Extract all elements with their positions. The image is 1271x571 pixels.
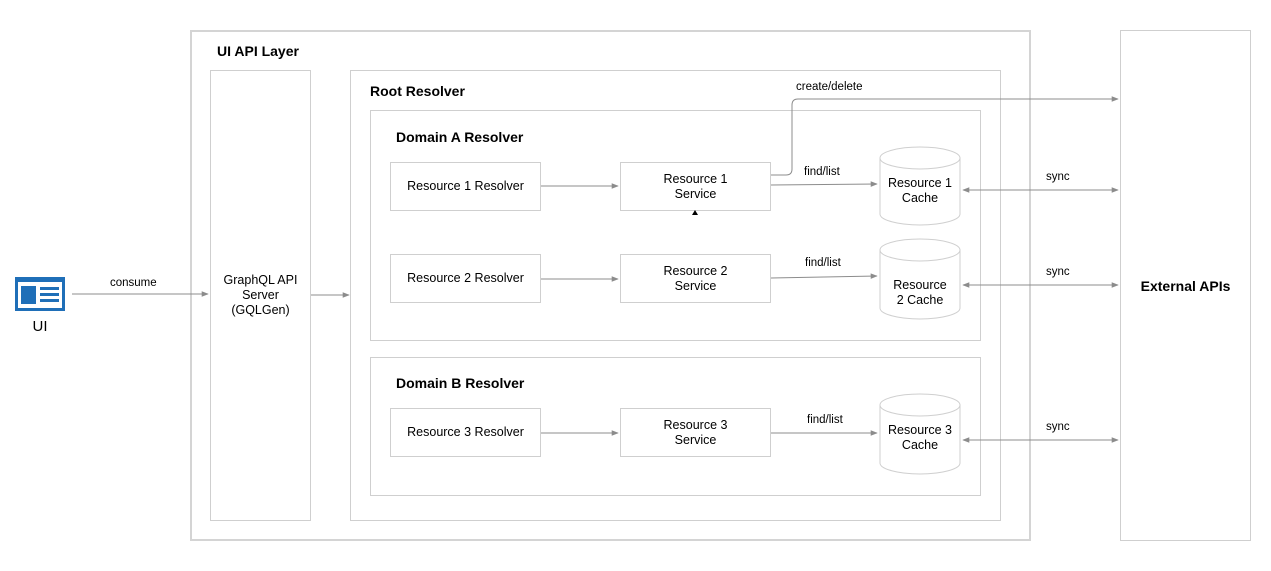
ui-client: UI [14, 276, 66, 336]
browser-window-icon [15, 277, 65, 311]
resource-3-service: Resource 3 Service [620, 408, 771, 457]
ui-api-layer-title: UI API Layer [217, 43, 299, 59]
resource-3-resolver: Resource 3 Resolver [390, 408, 541, 457]
consume-label: consume [110, 277, 157, 289]
resource-3-cache-label: Resource 3 Cache [888, 423, 952, 452]
resource-2-cache: Resource 2 Cache [879, 238, 961, 320]
external-apis: External APIs [1120, 30, 1251, 541]
resource-2-resolver: Resource 2 Resolver [390, 254, 541, 303]
resource-3-cache: Resource 3 Cache [879, 393, 961, 475]
domain-a-title: Domain A Resolver [396, 129, 524, 145]
create-delete-label: create/delete [796, 81, 863, 93]
find-list-label-2: find/list [805, 257, 841, 269]
resource-1-service: Resource 1 Service [620, 162, 771, 211]
resource-2-cache-label: Resource 2 Cache [893, 278, 947, 307]
graphql-api-server: GraphQL API Server (GQLGen) [210, 70, 311, 521]
find-list-label-3: find/list [807, 414, 843, 426]
root-resolver-title: Root Resolver [370, 83, 465, 99]
cache-cylinder-icon [879, 393, 961, 475]
resource-1-cache: Resource 1 Cache [879, 146, 961, 226]
domain-b-title: Domain B Resolver [396, 375, 525, 391]
ui-client-label: UI [32, 318, 48, 335]
find-list-label-1: find/list [804, 166, 840, 178]
resource-2-service: Resource 2 Service [620, 254, 771, 303]
resource-1-resolver: Resource 1 Resolver [390, 162, 541, 211]
cache-cylinder-icon [879, 238, 961, 320]
sync-label-2: sync [1046, 266, 1070, 278]
sync-label-3: sync [1046, 421, 1070, 433]
sync-label-1: sync [1046, 171, 1070, 183]
resource-1-cache-label: Resource 1 Cache [888, 176, 952, 205]
external-apis-label: External APIs [1140, 277, 1231, 294]
